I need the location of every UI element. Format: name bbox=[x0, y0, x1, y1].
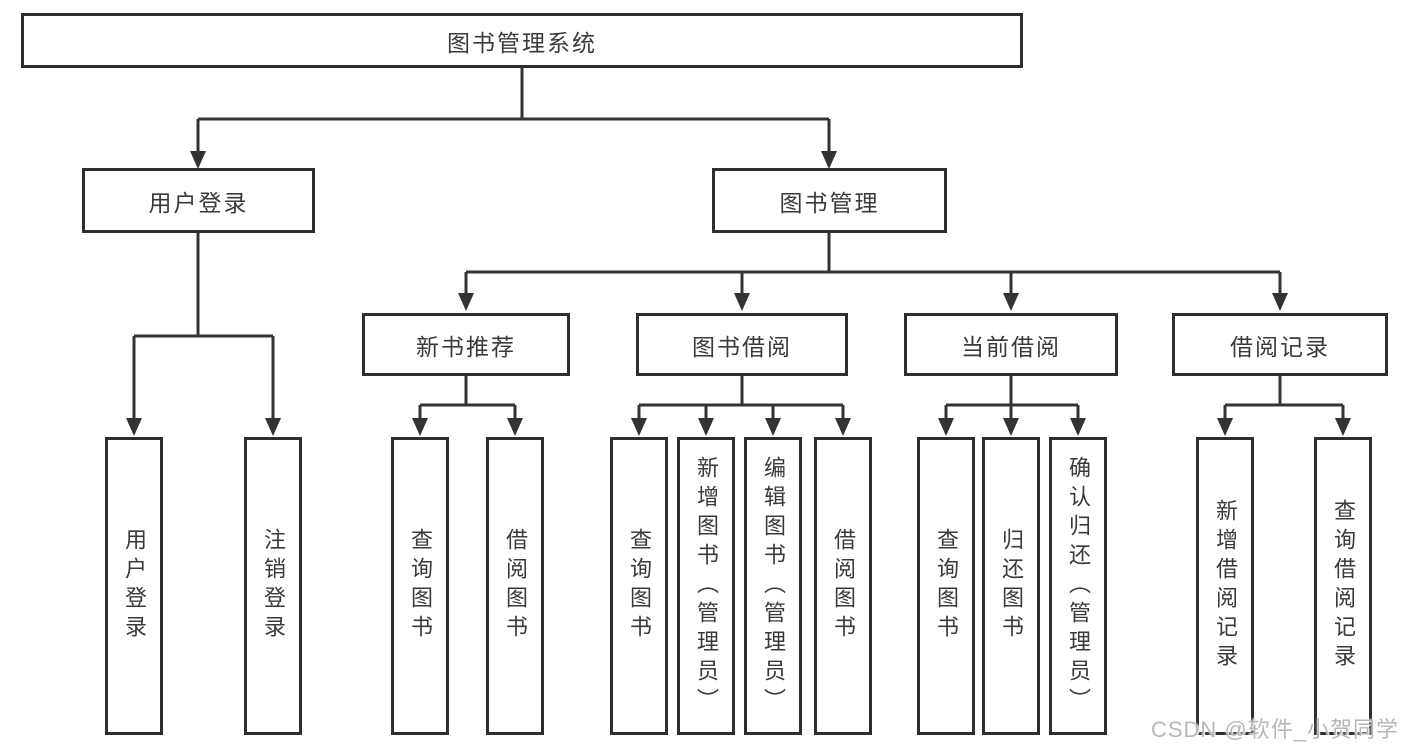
watermark: CSDN @软件_小贺同学 bbox=[1150, 717, 1399, 742]
node-library-system: 图书管理系统 bbox=[21, 13, 1023, 68]
leaf-user-login: 用户登录 bbox=[105, 437, 163, 735]
leaf-add-books-admin: 新增图书（管理员） bbox=[677, 437, 735, 735]
leaf-logout: 注销登录 bbox=[244, 437, 302, 735]
node-new-book-recommend: 新书推荐 bbox=[362, 313, 570, 376]
leaf-query-borrow-record: 查询借阅记录 bbox=[1314, 437, 1372, 735]
node-current-borrowing: 当前借阅 bbox=[904, 313, 1118, 376]
leaf-query-books-recommend: 查询图书 bbox=[391, 437, 449, 735]
leaf-add-borrow-record: 新增借阅记录 bbox=[1196, 437, 1254, 735]
leaf-return-books: 归还图书 bbox=[982, 437, 1040, 735]
node-book-management: 图书管理 bbox=[712, 168, 947, 233]
node-user-login: 用户登录 bbox=[82, 168, 315, 233]
node-borrow-records: 借阅记录 bbox=[1172, 313, 1388, 376]
arrowhead-icons bbox=[126, 151, 1351, 436]
leaf-borrow-books-recommend: 借阅图书 bbox=[486, 437, 544, 735]
leaf-confirm-return-admin: 确认归还（管理员） bbox=[1049, 437, 1107, 735]
leaf-query-books-borrowing: 查询图书 bbox=[610, 437, 668, 735]
leaf-query-books-current: 查询图书 bbox=[917, 437, 975, 735]
leaf-edit-books-admin: 编辑图书（管理员） bbox=[744, 437, 802, 735]
node-book-borrowing: 图书借阅 bbox=[636, 313, 848, 376]
leaf-borrow-books: 借阅图书 bbox=[814, 437, 872, 735]
